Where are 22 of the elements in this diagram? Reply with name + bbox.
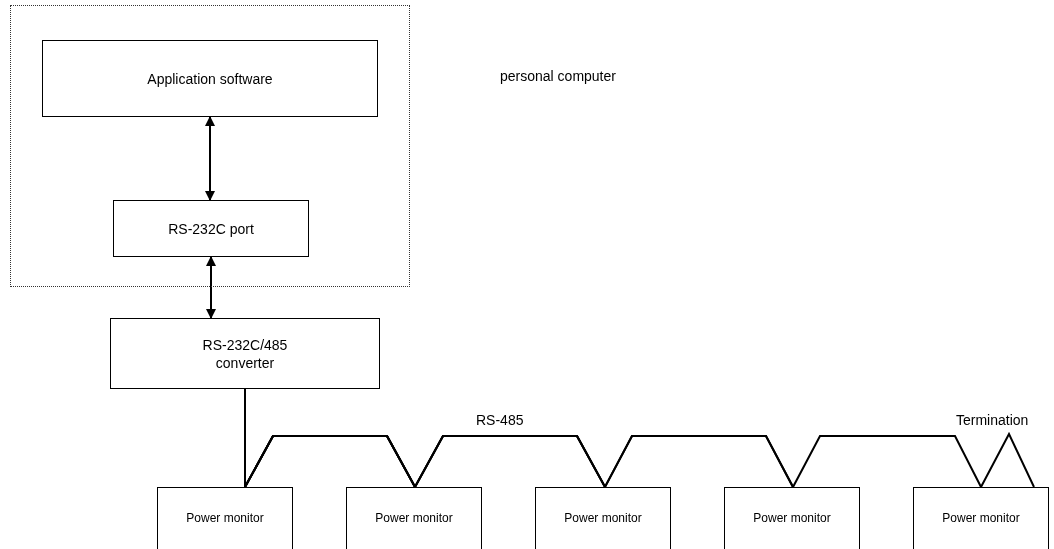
process-box <box>113 200 309 257</box>
dotted-boundary <box>10 5 410 287</box>
box-label: Power monitor <box>753 511 831 526</box>
bus-label: Termination <box>956 411 1029 430</box>
process-box <box>724 487 860 549</box>
box-label: RS-232C/485 converter <box>201 335 289 372</box>
group-caption: personal computer <box>500 67 616 86</box>
process-box <box>110 318 380 389</box>
bus-label: RS-485 <box>476 411 524 430</box>
process-box <box>913 487 1049 549</box>
double-arrow <box>205 116 215 201</box>
box-label: Power monitor <box>942 511 1020 526</box>
double-arrow <box>206 256 216 319</box>
process-box <box>535 487 671 549</box>
box-label: Power monitor <box>186 511 264 526</box>
box-label: Power monitor <box>375 511 453 526</box>
process-box <box>157 487 293 549</box>
box-label: Application software <box>147 69 273 88</box>
box-label: Power monitor <box>564 511 642 526</box>
process-box <box>42 40 378 117</box>
box-label: RS-232C port <box>168 219 254 238</box>
process-box <box>346 487 482 549</box>
